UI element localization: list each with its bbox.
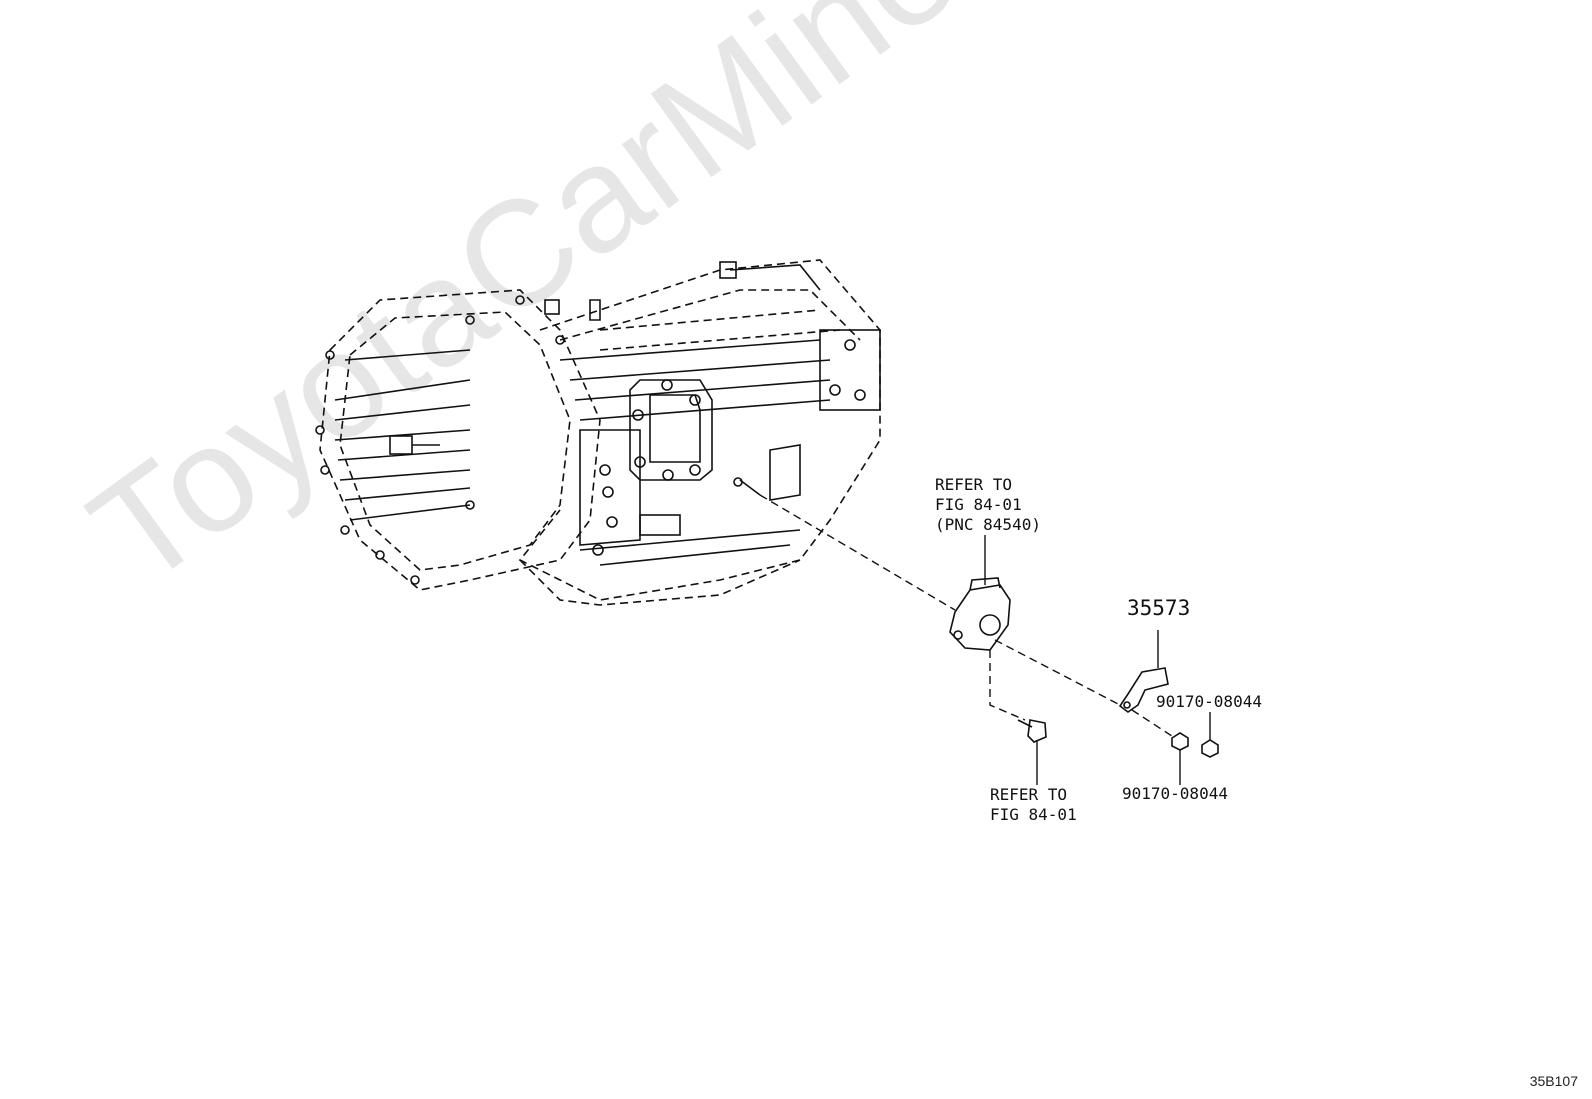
case-details bbox=[544, 261, 881, 421]
leader-lines bbox=[984, 535, 1211, 785]
nut-upper bbox=[1201, 739, 1219, 758]
main-case bbox=[518, 259, 881, 606]
bolt bbox=[1017, 719, 1047, 743]
bell-ribs bbox=[334, 349, 471, 521]
bell-bolts bbox=[315, 295, 565, 585]
bracket bbox=[1118, 667, 1169, 713]
nut-lower-part-number: 90170-08044 bbox=[1122, 784, 1228, 803]
bracket-part-number: 35573 bbox=[1127, 596, 1191, 620]
bell-housing bbox=[319, 289, 601, 591]
lower-valve-body bbox=[579, 429, 801, 566]
assembly-lines bbox=[759, 494, 1176, 739]
neutral-start-switch bbox=[949, 577, 1011, 651]
figure-code: 35B107 bbox=[1529, 1073, 1578, 1089]
nut-upper-part-number: 90170-08044 bbox=[1156, 692, 1262, 711]
input-shaft bbox=[389, 435, 440, 455]
side-cover bbox=[629, 379, 713, 481]
nut-lower bbox=[1171, 732, 1189, 751]
